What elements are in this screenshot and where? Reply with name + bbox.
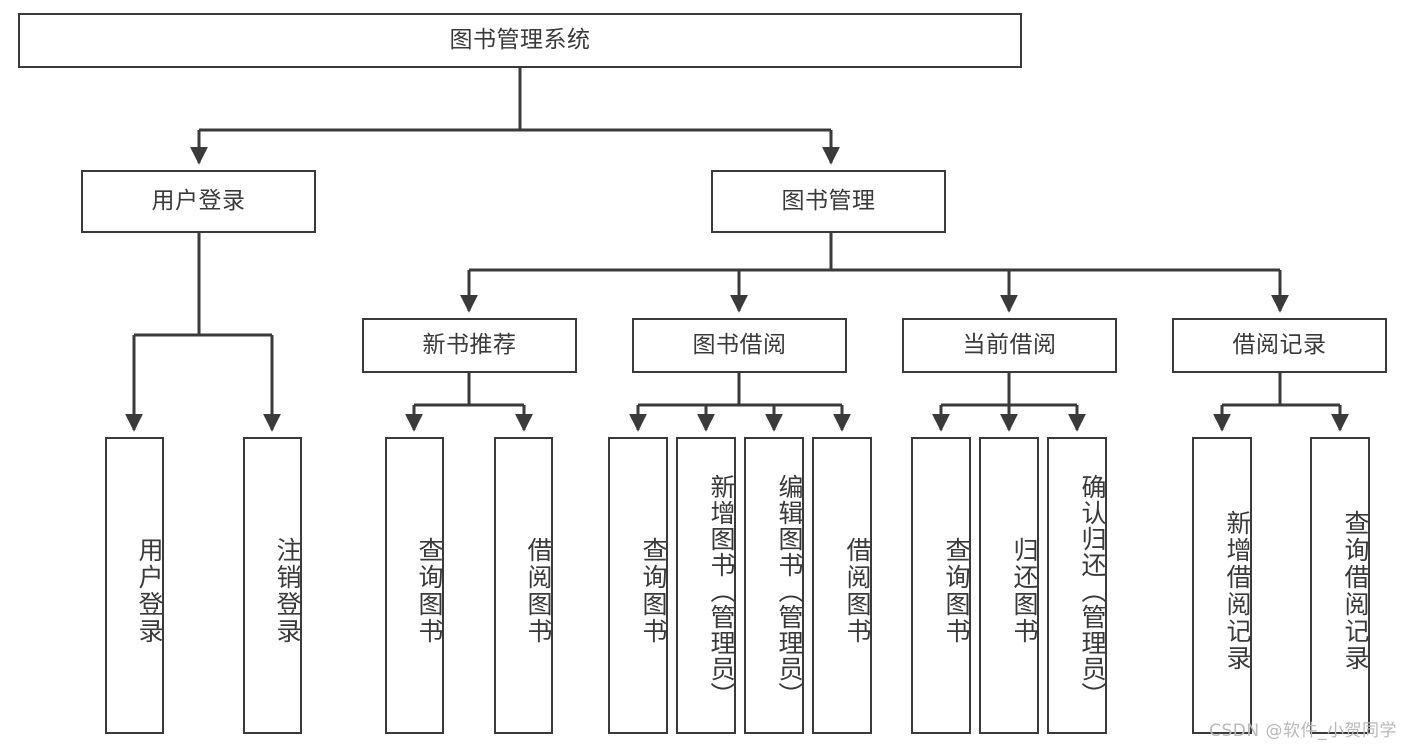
node-root-system[interactable]: 图书管理系统 bbox=[18, 13, 1022, 68]
node-book-borrow[interactable]: 图书借阅 bbox=[632, 318, 847, 373]
node-leaf-user-login-logout[interactable]: 注销登录 bbox=[243, 437, 302, 734]
node-leaf-new-book-query[interactable]: 查询图书 bbox=[385, 437, 444, 734]
node-leaf-book-edit-admin[interactable]: 编辑图书（管理员） bbox=[744, 437, 804, 734]
node-label: 借阅图书 bbox=[524, 536, 553, 645]
node-current-borrow[interactable]: 当前借阅 bbox=[902, 318, 1117, 373]
node-leaf-query-borrow-record[interactable]: 查询借阅记录 bbox=[1310, 437, 1370, 734]
node-label: 新增借阅记录 bbox=[1223, 509, 1252, 672]
node-leaf-user-login-login[interactable]: 用户登录 bbox=[105, 437, 164, 734]
node-label: 用户登录 bbox=[151, 187, 246, 214]
node-label: 归还图书 bbox=[1010, 536, 1039, 645]
node-label: 编辑图书（管理员） bbox=[775, 473, 804, 708]
node-leaf-new-book-borrow[interactable]: 借阅图书 bbox=[494, 437, 553, 734]
node-label: 新书推荐 bbox=[422, 331, 517, 358]
node-label: 确认归还（管理员） bbox=[1078, 473, 1107, 708]
node-label: 注销登录 bbox=[273, 536, 302, 645]
node-book-management[interactable]: 图书管理 bbox=[711, 170, 946, 233]
node-leaf-add-borrow-record[interactable]: 新增借阅记录 bbox=[1192, 437, 1252, 734]
node-leaf-book-borrow-action[interactable]: 借阅图书 bbox=[812, 437, 872, 734]
node-label: 图书管理系统 bbox=[449, 26, 591, 53]
node-label: 借阅记录 bbox=[1232, 331, 1327, 358]
csdn-watermark: CSDN @软件_小贺同学 bbox=[1209, 721, 1397, 741]
node-label: 当前借阅 bbox=[962, 331, 1057, 358]
node-leaf-book-add-admin[interactable]: 新增图书（管理员） bbox=[676, 437, 736, 734]
node-label: 查询图书 bbox=[942, 536, 971, 645]
node-label: 借阅图书 bbox=[843, 536, 872, 645]
node-user-login[interactable]: 用户登录 bbox=[81, 170, 316, 233]
node-borrow-records[interactable]: 借阅记录 bbox=[1172, 318, 1387, 373]
node-new-book-recommend[interactable]: 新书推荐 bbox=[362, 318, 577, 373]
node-label: 新增图书（管理员） bbox=[707, 473, 736, 708]
node-label: 图书管理 bbox=[781, 187, 876, 214]
node-label: 查询图书 bbox=[415, 536, 444, 645]
node-label: 查询借阅记录 bbox=[1341, 509, 1370, 672]
node-label: 图书借阅 bbox=[692, 331, 787, 358]
node-label: 查询图书 bbox=[639, 536, 668, 645]
node-label: 用户登录 bbox=[135, 536, 164, 645]
node-leaf-current-return[interactable]: 归还图书 bbox=[979, 437, 1039, 734]
node-leaf-book-borrow-query[interactable]: 查询图书 bbox=[608, 437, 668, 734]
node-leaf-current-query[interactable]: 查询图书 bbox=[911, 437, 971, 734]
node-leaf-confirm-return-admin[interactable]: 确认归还（管理员） bbox=[1047, 437, 1107, 734]
